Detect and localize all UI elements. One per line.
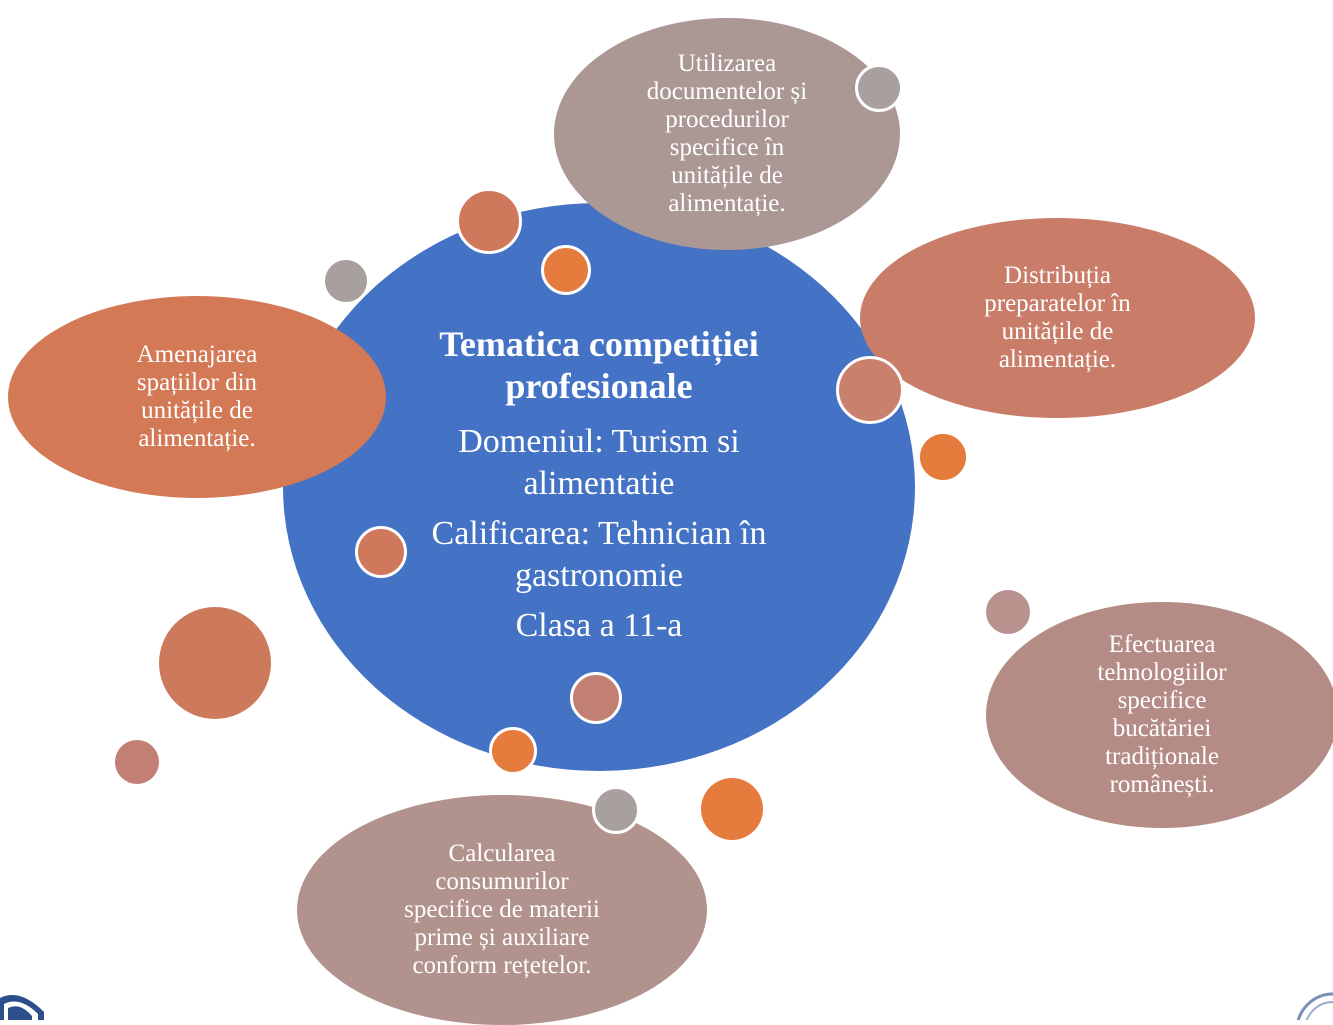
decor-dot [322, 257, 370, 305]
decor-dot [456, 188, 522, 254]
decor-dot [917, 431, 969, 483]
decor-dot [855, 64, 903, 112]
topic-bubble-spaces: Amenajarea spațiilor din unitățile de al… [8, 296, 386, 498]
topic-consumption-label: Calcularea consumurilor specifice de mat… [404, 840, 600, 979]
decor-dot [115, 740, 159, 784]
topic-documents-label: Utilizarea documentelor și procedurilor … [646, 50, 808, 217]
decor-dot [836, 356, 904, 424]
topic-bubble-traditional-cuisine: Efectuarea tehnologiilor specifice bucăt… [986, 602, 1333, 828]
corner-logo-icon [0, 995, 44, 1020]
topic-bubble-distribution: Distribuția preparatelor în unitățile de… [860, 218, 1255, 418]
decor-dot [570, 672, 622, 724]
qualification-text: Calificarea: Tehnician în gastronomie [431, 515, 767, 594]
central-title: Tematica competiției profesionale [439, 324, 759, 406]
decor-dot [701, 778, 763, 840]
topic-distribution-label: Distribuția preparatelor în unitățile de… [984, 262, 1131, 373]
decor-dot [592, 786, 640, 834]
class-text: Clasa a 11-a [515, 607, 683, 644]
decor-dot [541, 245, 591, 295]
topic-bubble-consumption: Calcularea consumurilor specifice de mat… [297, 795, 707, 1025]
topic-bubble-documents: Utilizarea documentelor și procedurilor … [554, 18, 900, 250]
decor-dot [159, 607, 271, 719]
topic-traditional-cuisine-label: Efectuarea tehnologiilor specifice bucăt… [1097, 631, 1227, 798]
decor-dot [355, 526, 407, 578]
corner-seal-icon [1296, 992, 1333, 1020]
decor-dot [986, 590, 1030, 634]
decor-dot [489, 727, 537, 775]
topic-spaces-label: Amenajarea spațiilor din unitățile de al… [136, 341, 258, 452]
domain-text: Domeniul: Turism si alimentatie [458, 423, 740, 502]
